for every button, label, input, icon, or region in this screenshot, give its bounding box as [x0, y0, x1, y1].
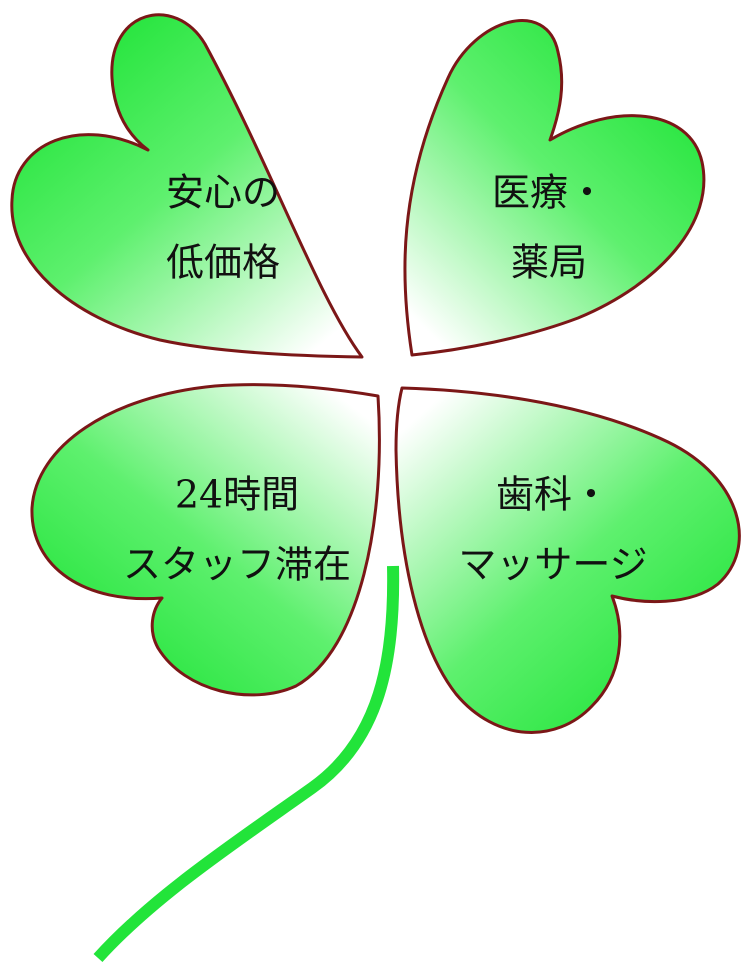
label-top-left-line1: 安心の — [166, 171, 280, 215]
label-bottom-right-line2: マッサージ — [458, 543, 647, 587]
leaf-top-left — [10, 13, 364, 359]
leaf-top-right — [403, 19, 706, 357]
label-bottom-left-line2: スタッフ滞在 — [123, 543, 351, 587]
label-top-right-line1: 医療・ — [492, 171, 606, 215]
leaf-bottom-right — [394, 386, 741, 734]
leaf-bottom-left — [30, 383, 381, 697]
label-bottom-right-line1: 歯科・ — [496, 473, 610, 517]
label-bottom-left-line1: 24時間 — [175, 473, 299, 517]
clover-stem — [93, 565, 400, 963]
label-top-right-line2: 薬局 — [511, 241, 587, 285]
label-top-left-line2: 低価格 — [166, 241, 280, 285]
